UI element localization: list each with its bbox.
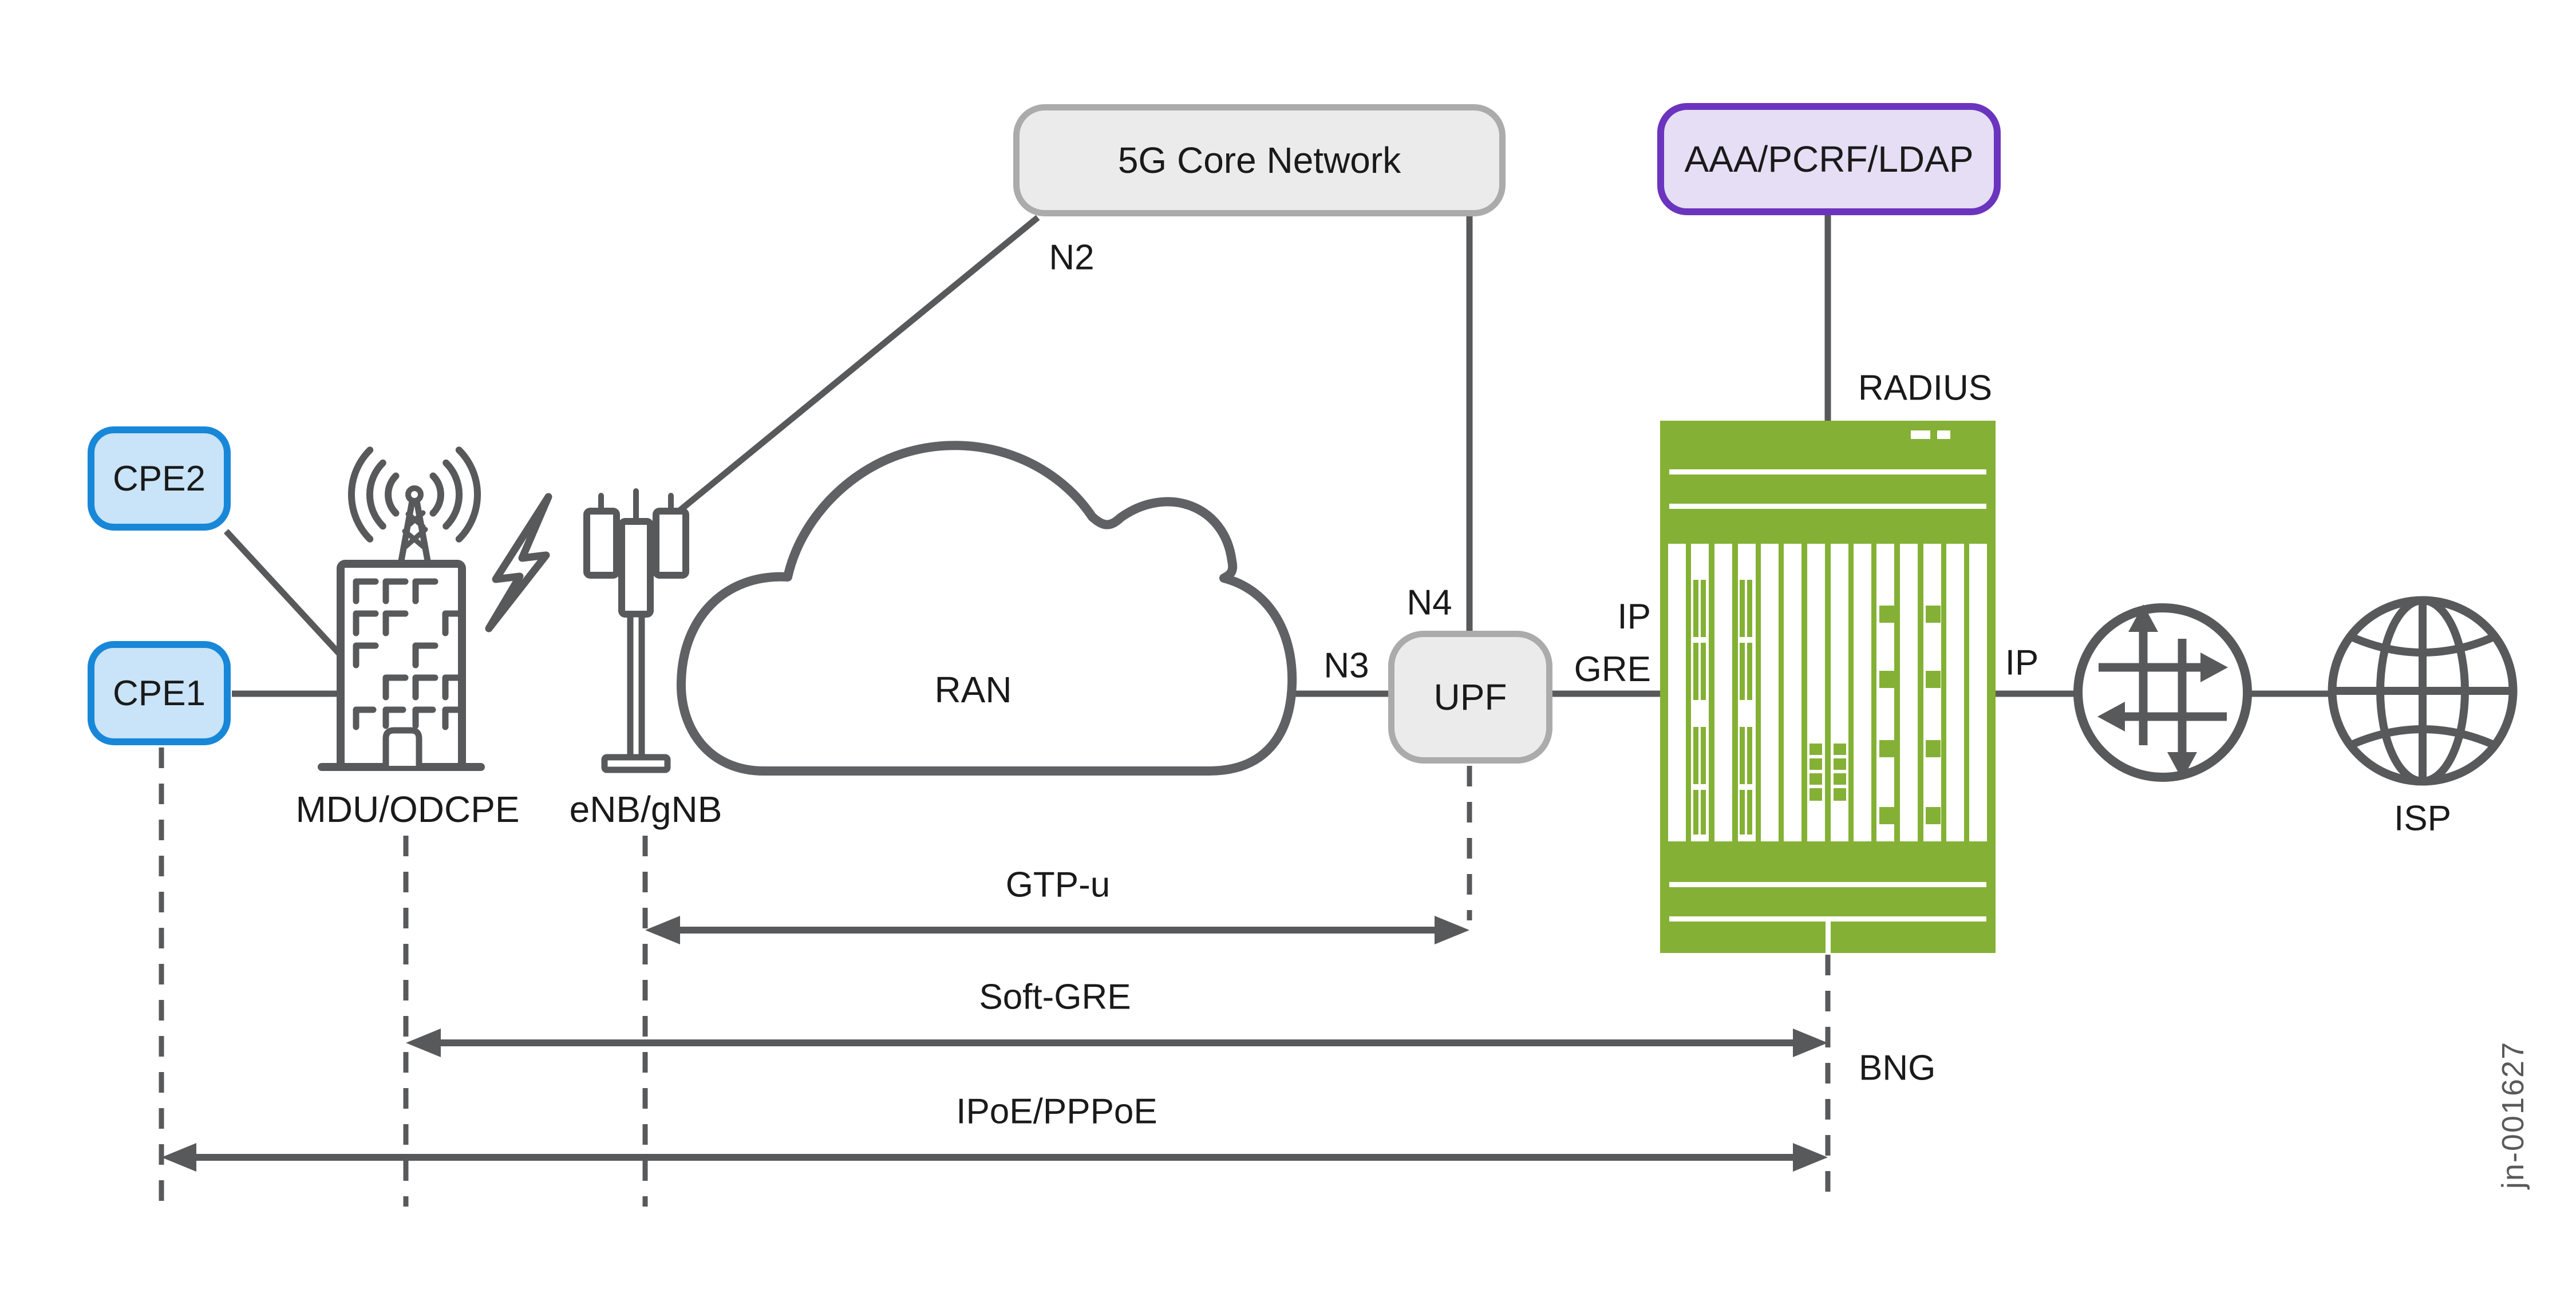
link-n2-core-enb [677, 215, 1040, 514]
bng-label: BNG [1859, 1048, 1936, 1088]
door [382, 727, 422, 769]
dashed-reference-lines [159, 748, 1831, 1207]
link-cpe2-mdu [223, 529, 346, 661]
bng-chassis-icon [1660, 421, 1996, 953]
line-card-details [1693, 580, 1941, 835]
cpe1-box: CPE1 [88, 641, 231, 745]
cpe2-label: CPE2 [113, 458, 206, 499]
n2-interface-label: N2 [1049, 238, 1095, 278]
upf-label: UPF [1433, 677, 1507, 718]
enb-gnb-label: eNB/gNB [569, 789, 722, 830]
building-windows [353, 578, 465, 730]
router-icon [2073, 603, 2252, 782]
mdu-odcpe-label: MDU/ODCPE [295, 789, 520, 830]
cell-tower-icon [583, 488, 689, 773]
rooftop-antenna-icon [347, 446, 481, 567]
connector-lines [223, 215, 2333, 697]
aaa-pcrf-ldap-label: AAA/PCRF/LDAP [1684, 139, 1974, 180]
soft-gre-tunnel-label: Soft-GRE [979, 977, 1131, 1017]
flow-arrows [161, 916, 1828, 1172]
ran-cloud-icon [676, 441, 1297, 776]
ip-interface-label: IP [2005, 643, 2039, 683]
gtpu-arrow [645, 916, 1469, 944]
core-network-label: 5G Core Network [1117, 140, 1401, 181]
soft-gre-arrow [406, 1029, 1828, 1057]
aaa-pcrf-ldap-box: AAA/PCRF/LDAP [1657, 103, 2001, 215]
globe-icon [2328, 596, 2518, 786]
mdu-building-icon [318, 446, 485, 771]
figure-id-label: jn-001627 [2496, 1041, 2530, 1189]
isp-label: ISP [2394, 798, 2451, 839]
cpe1-label: CPE1 [113, 673, 206, 713]
upf-box: UPF [1388, 631, 1552, 764]
lightning-bolt-icon [485, 493, 552, 632]
gtpu-tunnel-label: GTP-u [1005, 865, 1111, 905]
core-network-box: 5G Core Network [1013, 104, 1506, 216]
cpe2-box: CPE2 [88, 426, 231, 531]
ipoe-pppoe-arrow [161, 1143, 1828, 1172]
chassis-slots [1668, 544, 1987, 841]
n4-interface-label: N4 [1406, 583, 1452, 623]
ipoe-pppoe-tunnel-label: IPoE/PPPoE [956, 1092, 1157, 1132]
radius-label: RADIUS [1858, 368, 1993, 408]
n3-interface-label: N3 [1323, 646, 1369, 686]
ran-label: RAN [934, 669, 1012, 710]
